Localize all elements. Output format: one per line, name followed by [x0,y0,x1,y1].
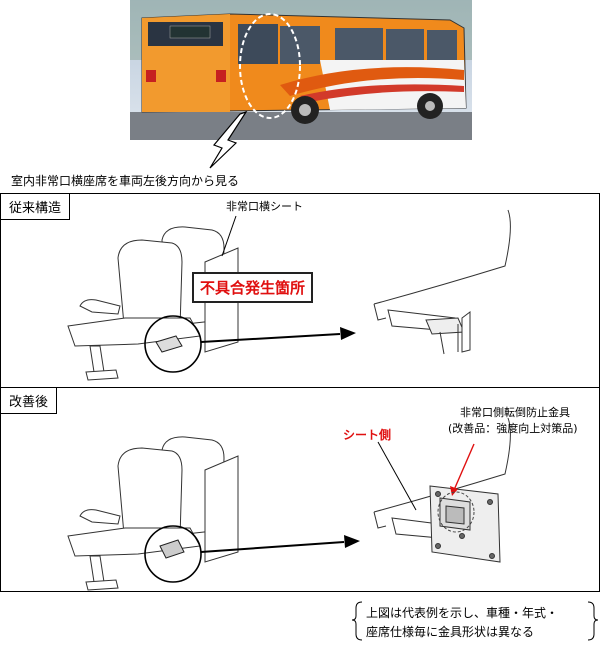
before-tab: 従来構造 [1,194,71,220]
footnote-line2: 座席仕様毎に金具形状は異なる [366,625,535,639]
after-tab: 改善後 [1,388,58,414]
bracket-label-line1: 非常口側転倒防止金具 [460,406,570,419]
view-caption: 室内非常口横座席を車両左後方向から見る [11,174,240,188]
seat-side-label: シート側 [343,428,392,442]
bracket-label-line2: (改善品：強度向上対策品) [448,422,578,435]
seat-label: 非常口横シート [226,200,303,213]
defect-label: 不具合発生箇所 [192,272,314,303]
bus-photo [130,0,472,140]
footnote-line1: 上図は代表例を示し、車種・年式・ [366,606,559,620]
